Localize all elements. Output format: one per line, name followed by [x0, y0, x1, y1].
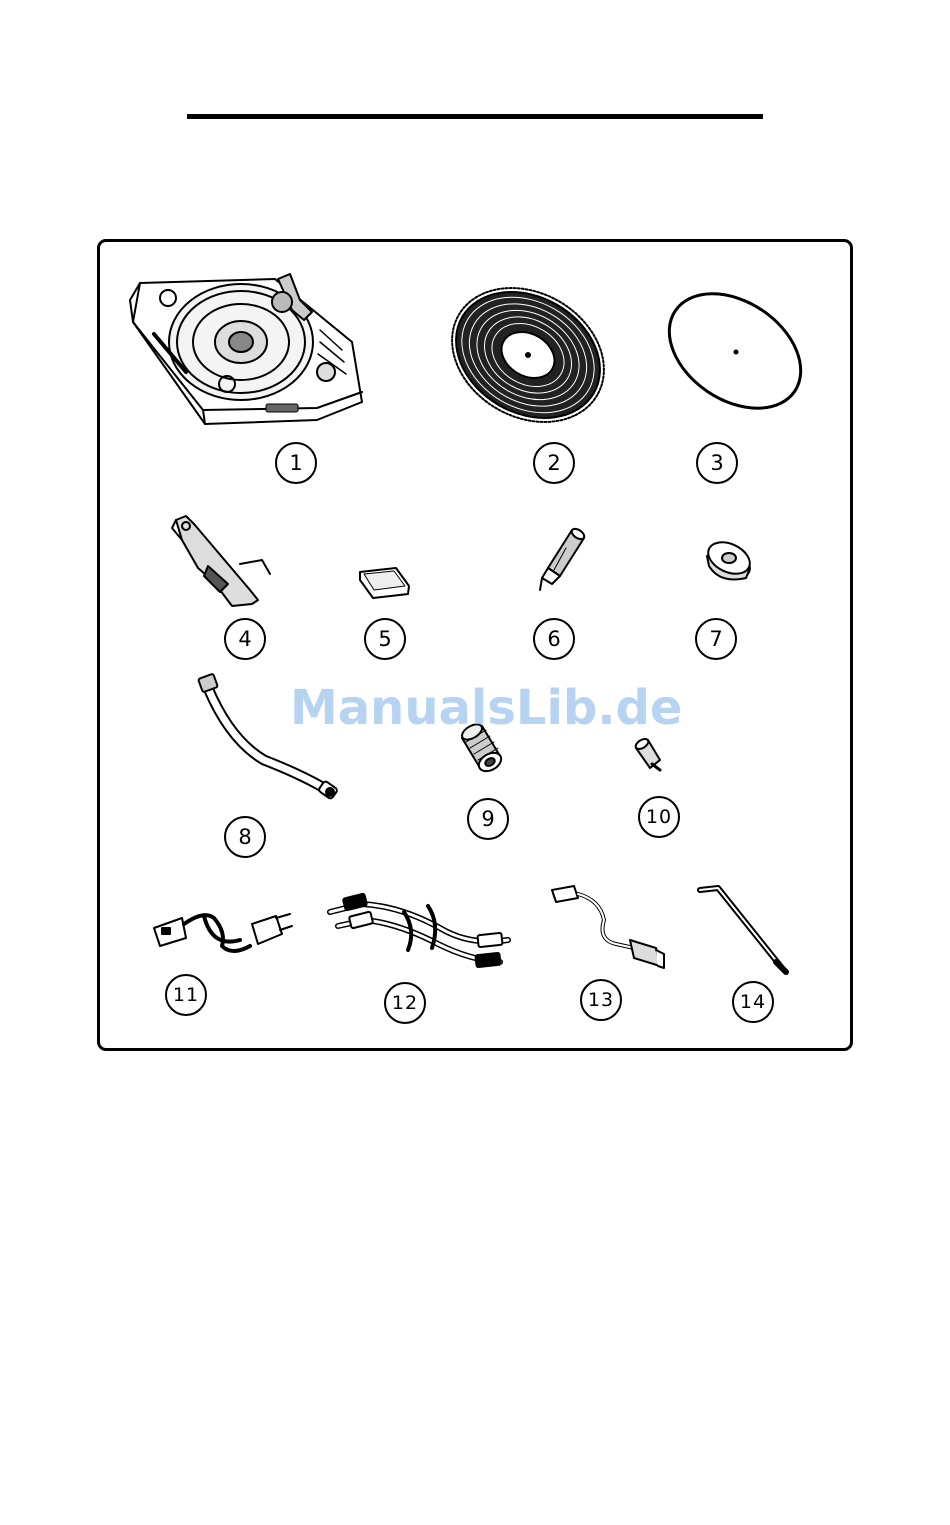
- watermark: ManualsLib.de: [290, 680, 662, 736]
- item-number-13: 13: [580, 979, 622, 1021]
- item-number-14: 14: [732, 981, 774, 1023]
- item-number-6: 6: [533, 618, 575, 660]
- item-number-11: 11: [165, 974, 207, 1016]
- power-cord-illustration: [154, 914, 292, 951]
- hex-key-illustration: [700, 888, 786, 972]
- item-number-9: 9: [467, 798, 509, 840]
- item-number-2: 2: [533, 442, 575, 484]
- usb-cable-illustration: [552, 886, 664, 968]
- adapter-illustration: [703, 536, 755, 585]
- headshell-illustration: [172, 516, 270, 606]
- slipmat-illustration: [428, 261, 629, 448]
- item-number-12: 12: [384, 982, 426, 1024]
- brush-illustration: [540, 527, 586, 590]
- disc-illustration: [648, 270, 822, 432]
- cap-illustration: [634, 737, 660, 770]
- item-number-7: 7: [695, 618, 737, 660]
- rca-cable-illustration: [330, 894, 508, 968]
- item-number-8: 8: [224, 816, 266, 858]
- item-number-5: 5: [364, 618, 406, 660]
- item-number-10: 10: [638, 796, 680, 838]
- item-number-1: 1: [275, 442, 317, 484]
- item-number-3: 3: [696, 442, 738, 484]
- pad-illustration: [360, 568, 409, 598]
- item-number-4: 4: [224, 618, 266, 660]
- turntable-illustration: [130, 274, 362, 424]
